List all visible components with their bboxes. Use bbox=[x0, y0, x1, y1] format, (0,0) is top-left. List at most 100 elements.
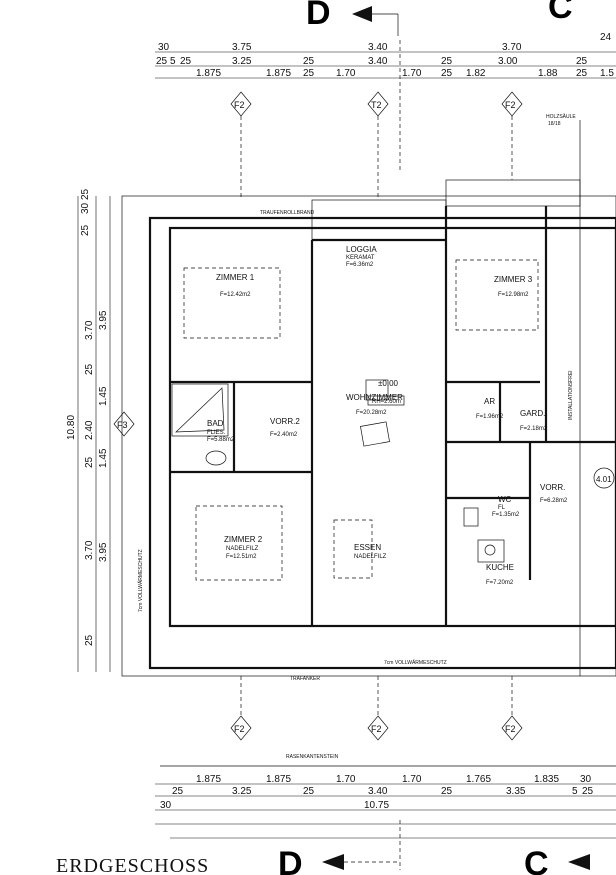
dimension-label: 1.875 bbox=[196, 68, 221, 79]
dimension-label: 1.45 bbox=[98, 386, 109, 406]
dimension-label: 1.875 bbox=[266, 774, 291, 785]
room-zimmer3-area: F=12.98m2 bbox=[498, 292, 529, 298]
section-mark-d-bottom: D bbox=[278, 845, 398, 875]
dimension-label: 3.75 bbox=[232, 42, 252, 53]
room-ar-area: F=1.96m2 bbox=[476, 414, 504, 420]
plan-title: ERDGESCHOSS bbox=[56, 855, 209, 875]
dimension-label: 5 bbox=[170, 56, 176, 67]
dimension-label: 3.95 bbox=[98, 542, 109, 562]
room-vorr-area: F=6.28m2 bbox=[540, 498, 568, 504]
room-vorr2-name: VORR.2 bbox=[270, 417, 300, 426]
dimension-label: 3.70 bbox=[502, 42, 522, 53]
dimension-label: 10.80 bbox=[66, 415, 77, 440]
annotation-401: 4.01 bbox=[596, 475, 612, 484]
axis-label-f2-d: F2 bbox=[371, 724, 382, 734]
room-zimmer1-name: ZIMMER 1 bbox=[216, 273, 255, 282]
dimension-label: 25 bbox=[84, 456, 95, 468]
room-bad-name: BAD bbox=[207, 419, 224, 428]
axis-label-f2-b: F2 bbox=[505, 100, 516, 110]
room-wohnzimmer-area: F=20.28m2 bbox=[356, 410, 387, 416]
dimension-label: 1.5 bbox=[600, 68, 614, 79]
room-vorr-name: VORR. bbox=[540, 483, 565, 492]
room-gard-area: F=2.18m2 bbox=[520, 426, 548, 432]
room-gard-name: GARD. bbox=[520, 409, 545, 418]
room-zimmer2-area: F=12.51m2 bbox=[226, 554, 257, 560]
dimension-label: 3.25 bbox=[232, 786, 252, 797]
room-height: RH=2.60m bbox=[372, 399, 401, 405]
dimension-label: 1.70 bbox=[336, 774, 356, 785]
room-loggia-name: LOGGIA bbox=[346, 245, 377, 254]
dimension-label: 3.70 bbox=[84, 540, 95, 560]
dimension-label: 1.875 bbox=[266, 68, 291, 79]
dimension-label: 25 bbox=[303, 56, 315, 67]
annotation-vollwarme: 7cm VOLLWÄRMESCHUTZ bbox=[384, 659, 447, 666]
dimension-label: 30 bbox=[160, 800, 172, 811]
annotation-holzsaule: HOLZSÄULE bbox=[546, 113, 576, 120]
annotation-installationsfrei: INSTALLATIONSFREI bbox=[568, 370, 574, 420]
room-loggia-sub: KERAMAT bbox=[346, 255, 375, 261]
section-letter-d-top: D bbox=[306, 0, 331, 32]
axis-label-f2-a: F2 bbox=[234, 100, 245, 110]
level-elevation: ±0.00 bbox=[378, 379, 399, 388]
section-letter-c-bottom: C bbox=[524, 845, 549, 875]
room-vorr2-area: F=2.40m2 bbox=[270, 432, 298, 438]
dimension-label: 25 bbox=[576, 56, 588, 67]
room-essen-sub: NADELFILZ bbox=[354, 554, 387, 560]
section-letter-d-bottom: D bbox=[278, 845, 303, 875]
room-bad-sub: FLIES. bbox=[207, 430, 226, 436]
annotations: HOLZSÄULE 18/18 INSTALLATIONSFREI TRAUFE… bbox=[137, 113, 615, 760]
room-kuche-area: F=7.20m2 bbox=[486, 580, 514, 586]
axis-markers-top: F2 T2 F2 bbox=[230, 91, 523, 200]
dimension-label: 1.45 bbox=[98, 448, 109, 468]
room-zimmer1-area: F=12.42m2 bbox=[220, 292, 251, 298]
room-bad-area: F=5.88m2 bbox=[207, 437, 235, 443]
axis-label-f2-c: F2 bbox=[234, 724, 245, 734]
room-wc-sub: FL bbox=[498, 505, 506, 511]
dimension-label: 1.70 bbox=[402, 68, 422, 79]
dimension-label: 3.35 bbox=[506, 786, 526, 797]
room-loggia-area: F=6.36m2 bbox=[346, 262, 374, 268]
axis-label-f2-e: F2 bbox=[505, 724, 516, 734]
dimension-label: 30 bbox=[158, 42, 170, 53]
dimension-label: 1.765 bbox=[466, 774, 491, 785]
dimension-label: 25 bbox=[84, 363, 95, 375]
dimension-label: 5 bbox=[572, 786, 578, 797]
room-zimmer2-name: ZIMMER 2 bbox=[224, 535, 263, 544]
dimensions-left: 25 30 25 3.70 25 10.80 2.40 25 3.70 25 3… bbox=[66, 188, 135, 672]
dimension-label: 24 bbox=[600, 32, 612, 43]
dimension-label: 25 bbox=[303, 68, 315, 79]
dimension-label: 25 bbox=[84, 634, 95, 646]
room-essen-name: ESSEN bbox=[354, 543, 381, 552]
dimension-label: 3.40 bbox=[368, 42, 388, 53]
section-mark-d-top: D bbox=[306, 0, 399, 36]
annotation-trafanker: TRAFANKER bbox=[290, 676, 320, 682]
dimension-label: 1.70 bbox=[336, 68, 356, 79]
room-wohnzimmer-name: WOHNZIMMER bbox=[346, 393, 403, 402]
furniture bbox=[183, 259, 539, 581]
axis-label-t2: T2 bbox=[371, 100, 382, 110]
section-mark-c-top: C bbox=[548, 0, 573, 26]
annotation-rasenkante: RASENKANTENSTEIN bbox=[286, 754, 339, 760]
dimension-label: 30 bbox=[80, 202, 91, 214]
dimension-label: 25 bbox=[80, 224, 91, 236]
dimension-label: 30 bbox=[580, 774, 592, 785]
annotation-vollwarme-left: 7cm VOLLWÄRMESCHUTZ bbox=[137, 549, 144, 612]
axis-markers-bottom: F2 F2 F2 bbox=[160, 676, 616, 767]
dimension-label: 25 bbox=[80, 188, 91, 200]
dimension-label: 1.70 bbox=[402, 774, 422, 785]
dimension-label: 10.75 bbox=[364, 800, 389, 811]
dimension-label: 3.00 bbox=[498, 56, 518, 67]
dimension-label: 25 bbox=[303, 786, 315, 797]
dimension-label: 25 bbox=[441, 786, 453, 797]
dimension-label: 25 bbox=[441, 56, 453, 67]
dimension-label: 25 bbox=[441, 68, 453, 79]
room-ar-name: AR bbox=[484, 397, 495, 406]
dimension-label: 3.40 bbox=[368, 56, 388, 67]
dimensions-bottom: 1.875 1.875 1.70 1.70 1.765 1.835 30 25 … bbox=[155, 774, 616, 870]
dimension-label: 2.40 bbox=[84, 420, 95, 440]
room-kuche-name: KUCHE bbox=[486, 563, 514, 572]
dimension-label: 1.835 bbox=[534, 774, 559, 785]
annotation-traufen: TRAUFENROLLBRAND bbox=[260, 210, 315, 216]
dimension-label: 3.70 bbox=[84, 320, 95, 340]
room-zimmer3-name: ZIMMER 3 bbox=[494, 275, 533, 284]
